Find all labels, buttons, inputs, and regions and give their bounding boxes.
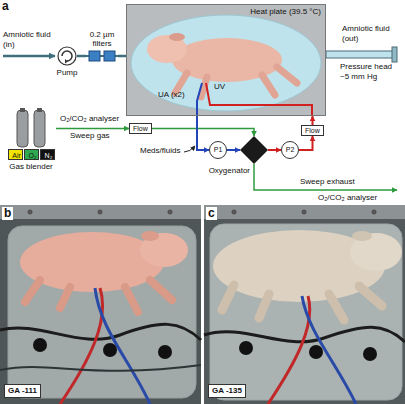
gas-cylinders bbox=[6, 108, 56, 148]
lamb-legs bbox=[175, 67, 297, 97]
port-label: Amniotic fluid (out) bbox=[342, 24, 402, 44]
connector bbox=[197, 116, 209, 150]
umbilical-artery bbox=[197, 83, 202, 115]
panel-letter: a bbox=[2, 0, 9, 13]
filter-node: 0.2 µm filters bbox=[80, 30, 124, 62]
connector bbox=[56, 128, 129, 130]
gas-inlet: Air bbox=[8, 149, 23, 160]
analyser-label: O₂/CO₂ analyser bbox=[60, 114, 119, 124]
connector bbox=[227, 149, 240, 151]
flow-meter: Flow bbox=[301, 125, 324, 136]
port-label: Amniotic fluid (in) bbox=[3, 30, 51, 50]
heat-plate-box: Heat plate (39.5 °C) bbox=[126, 4, 326, 116]
gas-inlet: N₂ bbox=[40, 149, 55, 160]
pressure-sensor: P1 bbox=[209, 141, 227, 159]
outflow-pipe bbox=[326, 51, 396, 58]
blender-label: Gas blender bbox=[2, 162, 60, 172]
connector bbox=[312, 116, 314, 125]
photo-b bbox=[0, 205, 201, 404]
pressure-head bbox=[392, 47, 397, 62]
meds-line bbox=[184, 146, 195, 152]
meds-label: Meds/fluids bbox=[140, 146, 180, 156]
sensor-label: P2 bbox=[281, 141, 299, 159]
connector bbox=[77, 55, 86, 58]
gas-inlet: O₂ bbox=[24, 149, 39, 160]
connector bbox=[268, 149, 281, 151]
oxygenator-node: Oxygenator bbox=[190, 136, 270, 178]
flow-meter: Flow bbox=[129, 123, 152, 134]
pressure-label: Pressure head ~5 mm Hg bbox=[340, 62, 402, 82]
oxygenator-diamond bbox=[240, 136, 268, 164]
gas-label: Air bbox=[9, 150, 24, 161]
exhaust-line bbox=[254, 164, 397, 190]
amniotic-bath bbox=[127, 5, 325, 115]
panel-letter: b bbox=[2, 207, 13, 220]
gas-label: N₂ bbox=[41, 150, 56, 161]
gas-label: O₂ bbox=[25, 150, 40, 161]
flow-label: Flow bbox=[302, 126, 323, 135]
age-label: GA -111 bbox=[4, 384, 41, 398]
heat-plate-label: Heat plate (39.5 °C) bbox=[250, 7, 321, 17]
sensor-label: P1 bbox=[209, 141, 227, 159]
connector bbox=[118, 55, 126, 58]
pump-node: Pump bbox=[56, 46, 78, 80]
pump-label: Pump bbox=[50, 68, 84, 78]
connector bbox=[152, 129, 254, 137]
umbilical-vein bbox=[206, 83, 312, 115]
analyser-label: O₂/CO₂ analyser bbox=[318, 193, 377, 203]
filter-label: 0.2 µm filters bbox=[80, 30, 124, 48]
age-label: GA -135 bbox=[208, 384, 246, 398]
photo-c bbox=[204, 205, 405, 404]
filter-symbol bbox=[86, 51, 118, 61]
vessel-label: UV bbox=[214, 82, 225, 92]
inflow-tube bbox=[3, 55, 55, 58]
flow-label: Flow bbox=[130, 124, 151, 133]
gas-label: Sweep gas bbox=[70, 131, 110, 141]
pressure-sensor: P2 bbox=[281, 141, 299, 159]
oxygenator-label: Oxygenator bbox=[190, 166, 250, 176]
gas-label: Sweep exhaust bbox=[300, 177, 355, 187]
lamb-ear bbox=[169, 33, 185, 41]
pump-symbol bbox=[57, 46, 77, 66]
gas-blender: Gas blenderAirO₂N₂ bbox=[6, 108, 56, 174]
connector bbox=[299, 136, 313, 150]
vessel-label: UA (x2) bbox=[158, 90, 185, 100]
panel-letter: c bbox=[206, 207, 217, 220]
